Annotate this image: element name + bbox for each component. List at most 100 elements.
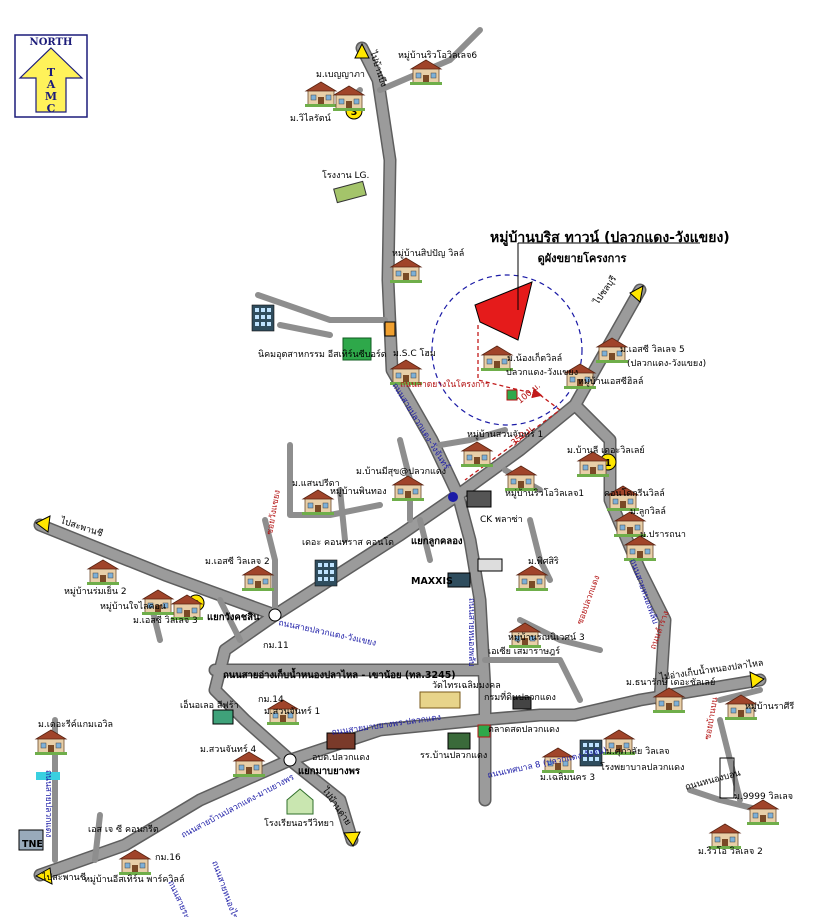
maxxis-building-icon <box>447 572 471 588</box>
house-icon <box>746 799 780 826</box>
label-es-jeep: เอส เจ ซี คอนกรีต <box>88 824 159 835</box>
label-tne: TNE <box>22 839 43 850</box>
label-road-pluakdaeng: ถนนสายปลวกแดง <box>43 770 53 837</box>
house-icon <box>460 441 494 468</box>
shop-icon <box>477 558 503 572</box>
label-m-9999: ม.9999 วิลเลจ <box>734 791 793 802</box>
label-dir-top-right: ไปชลบุรี <box>591 274 619 308</box>
ck-plaza-icon <box>466 490 492 508</box>
land-office-icon <box>512 696 532 710</box>
siam-bay-icon <box>212 709 234 725</box>
junction-wangkho-icon <box>268 608 282 622</box>
label-m-theparoad: ม.ธนารักษ์ เดอะชัลเลย์ <box>626 676 715 688</box>
building-icons <box>18 180 735 851</box>
label-temple-pluak: กรมที่ดินปลวกแดง <box>484 690 556 703</box>
project-site <box>431 242 700 481</box>
label-m-banmee: ม.บ้านมีสุข@ปลวกแดง <box>356 466 446 477</box>
traffic-signal-icon <box>384 321 396 337</box>
label-road-project: ถนนลาดยางในโครงการ <box>400 379 490 390</box>
label-road-to-rayong-wang: ถนนสายระยองวังจันทร์ <box>165 879 211 917</box>
label-village-ratri: หมู่บ้านราศีรี <box>745 701 794 712</box>
seven-eleven-icon <box>506 389 518 401</box>
north-compass-icon: NORTH T A M C <box>14 34 88 118</box>
label-eastvill5-sub: (ปลวกแดง-วังแขยง) <box>627 359 706 369</box>
house-icon <box>391 475 425 502</box>
label-village-rivo6: หมู่บ้านริวโอวิลเลจ6 <box>398 50 477 61</box>
house-icon <box>232 751 266 778</box>
label-road-pluakdaeng-wangchan: ถนนสายปลวกแดง-วังจันทร์ <box>389 381 452 472</box>
label-road-nong-phlub: ถนนสายหนองพลับ <box>466 598 476 667</box>
label-school-map: โรงเรียนอรวีวิทยา <box>264 818 334 829</box>
amphoe-office-icon <box>326 732 356 750</box>
label-m-suanjan: ม.สวนจันทร์ 1 <box>264 705 320 717</box>
temple-icon <box>419 691 461 709</box>
direction-arrows <box>34 42 765 885</box>
traffic-light-icon <box>448 492 458 502</box>
compass-letter-1: T <box>47 66 56 79</box>
label-elevator: เอเซีย เสมาราษฎร์ <box>488 645 560 657</box>
label-village-sibunya: หมู่บ้านสิปปัญ วิลล์ <box>392 247 464 259</box>
label-village-rivo1: หมู่บ้านริวโอวิลเลจ1 <box>505 488 584 499</box>
school-icon <box>447 732 471 750</box>
label-wat-pluakdaeng: วัดไทรเฉลิมมงคล <box>432 680 501 691</box>
industrial-estate-icon <box>342 337 372 361</box>
factory-icon <box>251 304 275 332</box>
label-village-suanniwet: หมู่บ้านรณนิเวศน์ 3 <box>508 631 585 643</box>
label-ck-plaza: CK พลาซ่า <box>480 515 523 525</box>
house-icon <box>118 849 152 876</box>
route-badge-3-label: 3 <box>351 107 358 118</box>
arrow-down-icon <box>343 831 361 847</box>
label-amphoe: อบต.ปลวกแดง <box>312 753 370 763</box>
label-m-eastvill5: ม.เอสซี วิลเลจ 5 <box>620 344 685 355</box>
label-condo-green: คอนโดกรีนวิลล์ <box>604 487 665 499</box>
compass-letter-2: A <box>46 78 56 91</box>
school-map-icon <box>286 788 314 815</box>
label-road-to-nongsai: ถนนสายหนองไซ <box>209 859 241 917</box>
arrow-up-icon <box>354 42 370 59</box>
label-main-highway: ถนนสายอ่างเก็บน้ำหนองปลาไหล - เขาน้อย (ท… <box>223 667 456 681</box>
label-junction-wangkho: แยกวังคชสิน <box>207 612 260 623</box>
water-icon <box>36 772 60 780</box>
label-m-dheville: ม.ศุภาลัย วิลเลจ <box>606 746 670 757</box>
route-badge-1-label: 1 <box>605 458 612 469</box>
arrow-left-bottom-icon <box>34 867 53 885</box>
label-dir-bottom-left: ไปสะพานชี <box>41 872 86 883</box>
label-km11: กม.11 <box>263 641 289 651</box>
house-icon <box>304 81 338 108</box>
house-icon <box>34 729 68 756</box>
label-maxxis: MAXXIS <box>411 576 453 587</box>
house-icon <box>241 565 275 592</box>
label-m-sanprida: ม.แสนปรีดา <box>292 478 340 489</box>
label-m-phitsiri: ม.พิศสิริ <box>528 556 559 567</box>
label-school-pluak: รร.บ้านปลวกแดง <box>420 750 487 761</box>
label-village-easthill: หมู่บ้านเอสซีฮิลล์ <box>578 375 643 387</box>
label-soi-pluakdaeng: ซอยปลวกแดง <box>575 574 602 626</box>
village-9999-icon <box>719 757 735 799</box>
label-siam-bay: เอ็นอเลอ สีฟร้า <box>180 698 239 711</box>
label-m-leville: ม.เดอะรีค์แกมเอวิล <box>38 718 113 730</box>
label-km14: กม.14 <box>258 695 284 705</box>
label-village-loilom: หมู่บ้านใจไลคอน <box>100 601 166 612</box>
road-network <box>33 27 767 882</box>
compass-north-label: NORTH <box>30 37 73 48</box>
house-icon <box>86 559 120 586</box>
seven-eleven-2-icon <box>477 724 491 738</box>
label-m-riwo2: ม.ริวโอ วิลเลจ 2 <box>698 846 763 857</box>
label-m-nongket: ม.น้องเก็ตวิลล์ <box>507 351 562 364</box>
label-m-chaliem: ม.เฉลิมนคร 3 <box>540 772 595 783</box>
compass-letter-3: M <box>45 90 57 103</box>
label-the-condo: เดอะ คอนทราส คอนโด <box>302 537 394 548</box>
label-village-suanmai: หมู่บ้านสวนจันทร์ 1 <box>467 428 543 440</box>
label-village-roijin: หมู่บ้านร่มเย็น 2 <box>64 584 127 597</box>
label-m-wisarut: ม.วิไลรัตน์ <box>290 112 331 124</box>
label-soi-wang-kho: ซอยวังแขยง <box>265 489 283 535</box>
label-m-suanjan4: ม.สวนจันทร์ 4 <box>200 743 257 755</box>
label-m-banlee: ม.บ้านลี เดอะวิลเลย์ <box>567 444 645 456</box>
label-village-riverside: หมู่บ้านอีสเทิร์น พาร์ควิลล์ <box>84 873 184 885</box>
label-road-pluakdaeng-wangkhayaeng: ถนนสายปลวกแดง-วังแขยง <box>277 618 377 649</box>
project-title: หมู่บ้านบริส ทาวน์ (ปลวกแดง-วังแขยง) <box>490 229 730 246</box>
label-m-eastvill2: ม.เอสซี วิลเลจ 2 <box>205 556 270 567</box>
label-msc-home: ม.S.C โฮม <box>393 348 436 359</box>
lg-factory-icon <box>333 180 367 204</box>
